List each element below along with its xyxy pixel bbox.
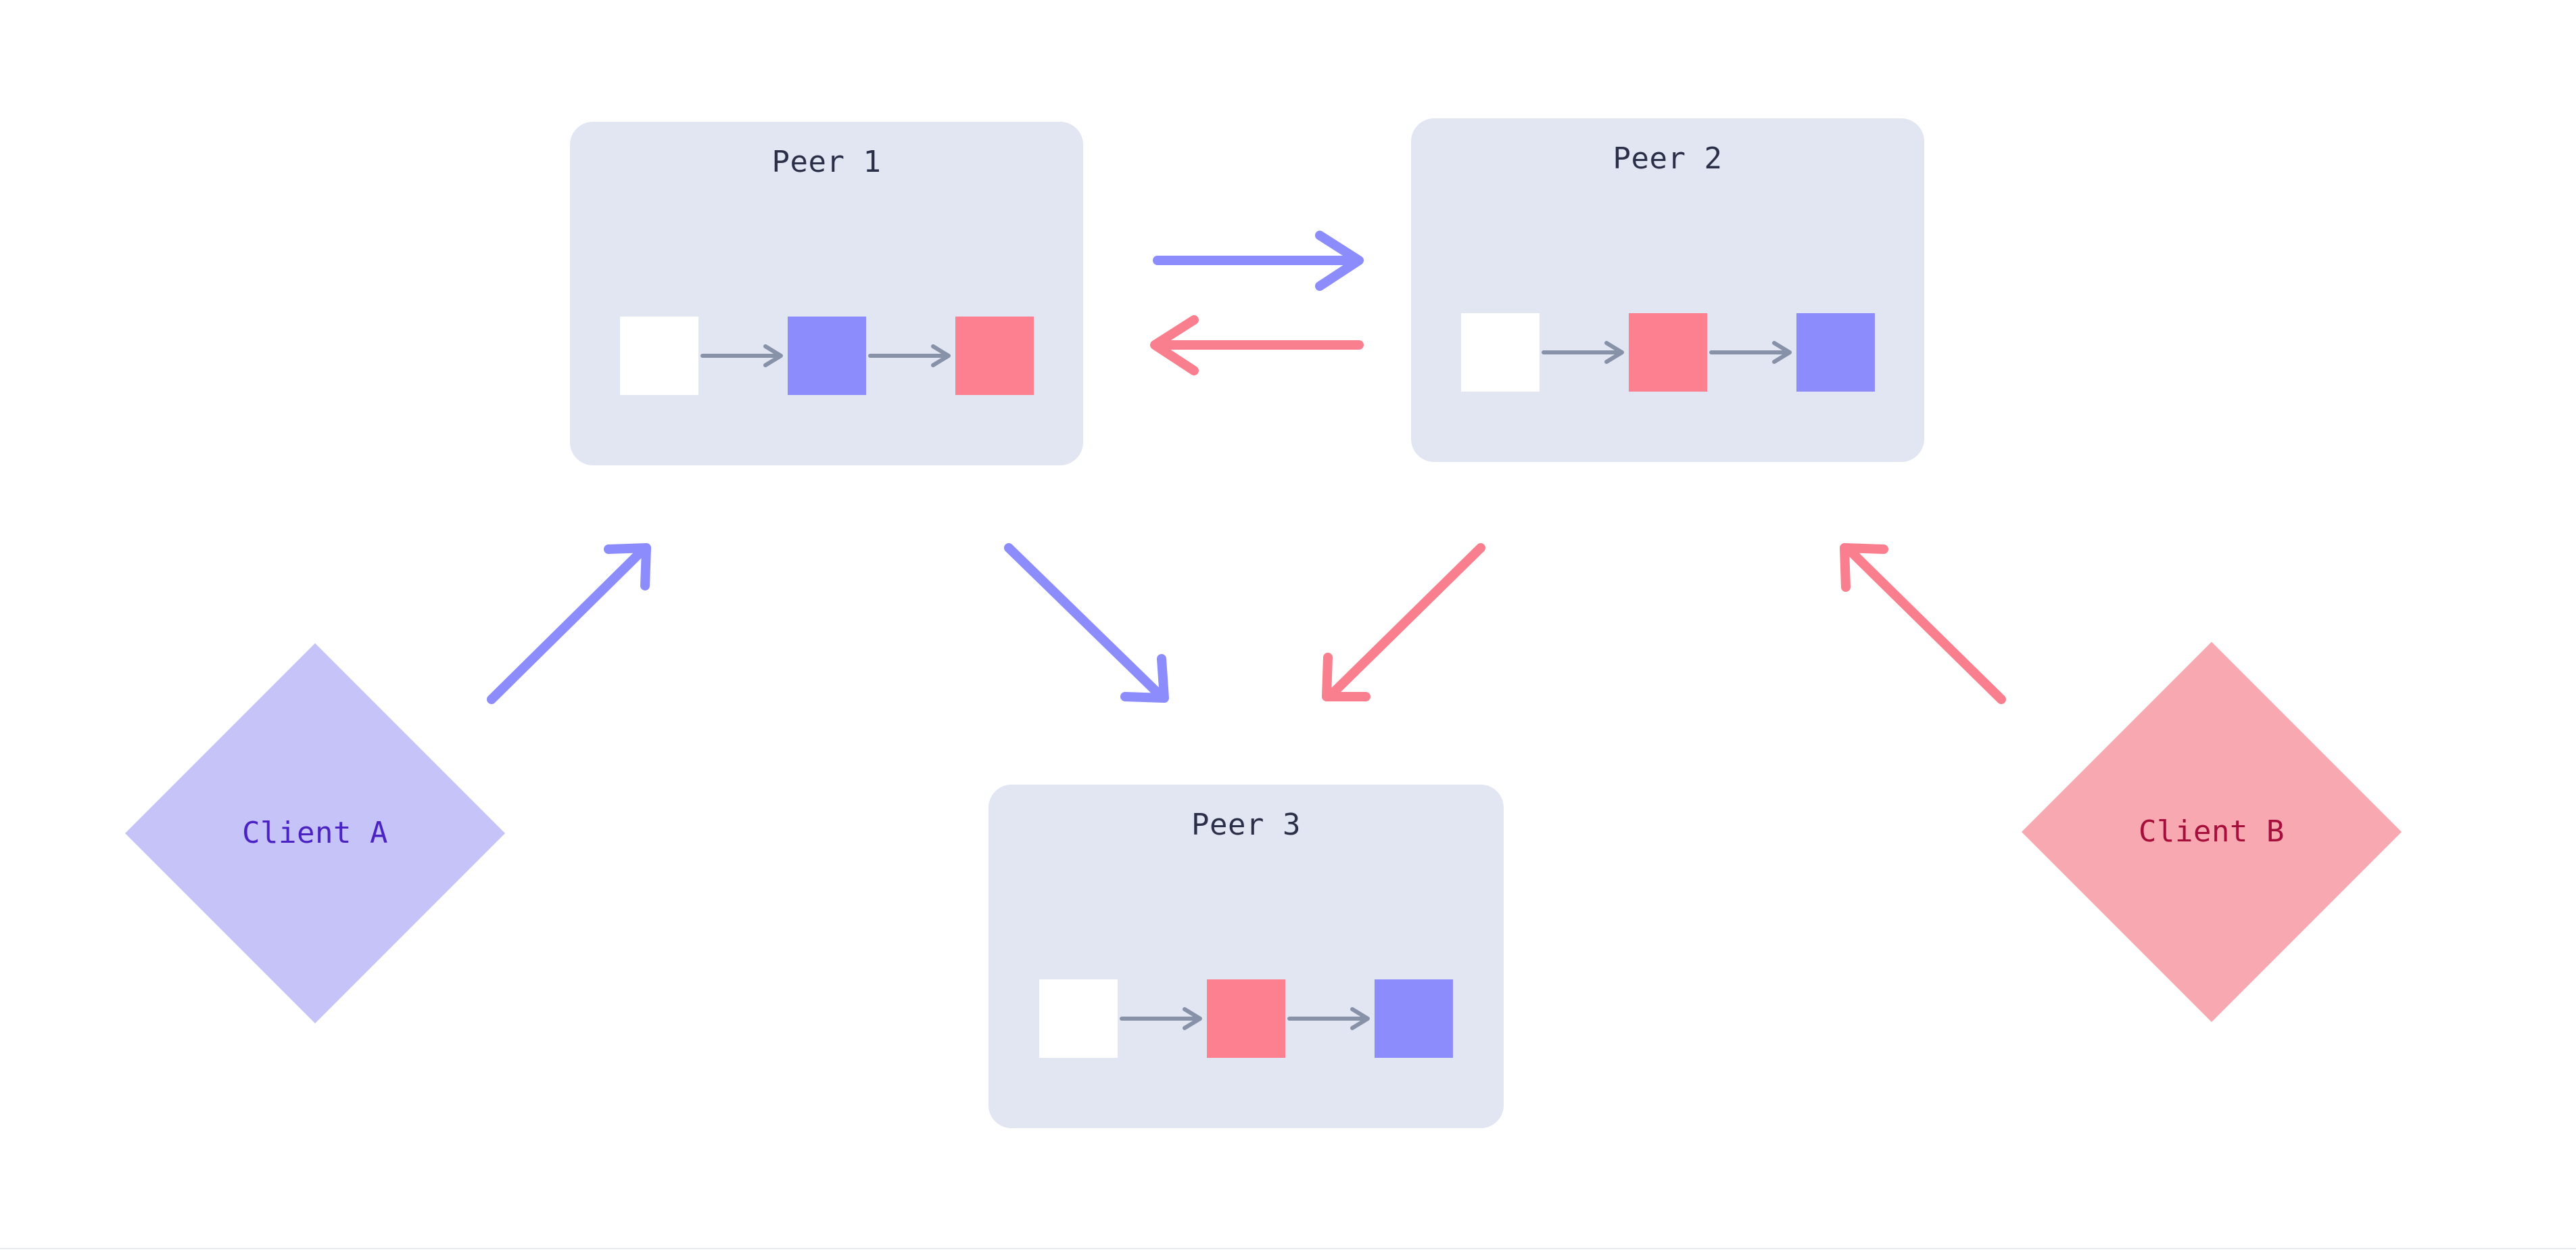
- client-b-label: Client B: [2139, 814, 2285, 849]
- edge-peer2-to-peer1: [1150, 315, 1364, 375]
- peer-2-block-2: [1628, 313, 1707, 392]
- peer-1-chain-arrow-1: [700, 344, 783, 367]
- peer-1-title: Peer 1: [771, 145, 882, 179]
- client-a-label: Client A: [242, 816, 388, 850]
- peer-2-block-chain: [1411, 313, 1924, 392]
- edge-client-a-to-peer1: [487, 543, 651, 704]
- client-node-b[interactable]: Client B: [2022, 642, 2402, 1022]
- edge-peer1-to-peer3: [1004, 543, 1169, 703]
- peer-2-chain-arrow-2: [1709, 341, 1792, 364]
- peer-1-block-1: [619, 317, 698, 395]
- peer-3-block-chain: [988, 979, 1504, 1058]
- edge-peer2-to-peer3: [1322, 543, 1485, 701]
- peer-3-block-2: [1207, 979, 1285, 1058]
- bottom-divider: [0, 1248, 2576, 1249]
- peer-1-block-3: [955, 317, 1034, 395]
- peer-2-block-1: [1460, 313, 1540, 392]
- peer-node-1[interactable]: Peer 1: [570, 122, 1083, 465]
- edge-client-b-to-peer2: [1840, 543, 2006, 704]
- peer-node-3[interactable]: Peer 3: [988, 785, 1504, 1128]
- peer-3-chain-arrow-1: [1120, 1007, 1202, 1030]
- peer-3-block-3: [1375, 979, 1453, 1058]
- peer-1-block-chain: [570, 317, 1083, 395]
- peer-3-block-1: [1039, 979, 1118, 1058]
- edge-peer1-to-peer2: [1153, 231, 1364, 291]
- client-a-diamond-shape: [125, 643, 505, 1023]
- peer-node-2[interactable]: Peer 2: [1411, 118, 1924, 462]
- peer-2-chain-arrow-1: [1541, 341, 1624, 364]
- peer-2-block-3: [1796, 313, 1875, 392]
- peer-1-chain-arrow-2: [867, 344, 951, 367]
- peer-3-chain-arrow-2: [1287, 1007, 1370, 1030]
- peer-2-title: Peer 2: [1613, 141, 1723, 176]
- peer-3-title: Peer 3: [1191, 808, 1301, 842]
- client-node-a[interactable]: Client A: [125, 643, 505, 1023]
- peer-1-block-2: [787, 317, 866, 395]
- client-b-diamond-shape: [2022, 642, 2402, 1022]
